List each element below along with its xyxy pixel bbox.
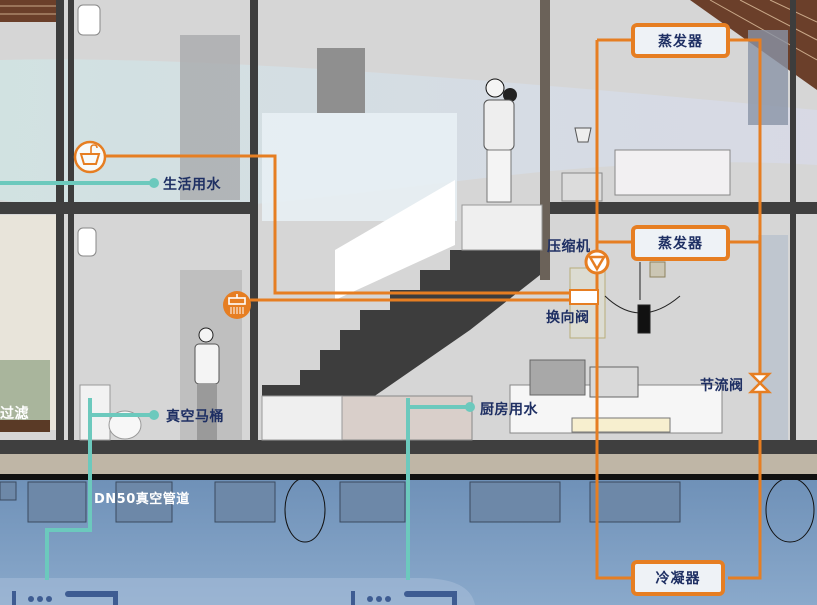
compressor-icon: [584, 249, 610, 275]
refrigerant-pipe-network: [105, 38, 762, 580]
throttle-valve-icon: [747, 372, 773, 394]
tank-symbol-right: [351, 591, 457, 605]
cushion-1: [529, 359, 586, 396]
person-bathroom: [194, 327, 220, 440]
upper-landing-window: [317, 48, 365, 113]
wall-column-3: [250, 0, 258, 440]
filter-label-partial: 过滤: [0, 406, 29, 422]
stair-steps: [461, 204, 543, 251]
vacuum-pipe-network: [0, 181, 470, 580]
wall-column-2: [68, 0, 74, 440]
domestic-water-label: 生活用水: [163, 177, 221, 193]
pipe-node-domestic: [149, 178, 159, 188]
vacuum-toilet-label: 真空马桶: [166, 409, 224, 425]
glass-partition-upper: [180, 35, 240, 200]
vacuum-tank-outline: [0, 578, 475, 605]
drainage-pipes-underground: [0, 477, 815, 543]
lamp: [574, 127, 592, 143]
storage-drawers: [261, 395, 343, 441]
toilet: [79, 384, 111, 441]
mother-child-figure: [483, 78, 517, 203]
roof-beams-left: [0, 0, 56, 22]
condenser-box: 冷凝器: [631, 560, 725, 596]
sink-icon: [73, 140, 107, 174]
compressor-label: 压缩机: [547, 239, 591, 255]
floor-slab-upper-right: [550, 202, 817, 214]
bed: [614, 149, 731, 196]
chandelier: [604, 262, 681, 334]
nightstand: [561, 172, 603, 202]
planter-soil: [0, 420, 50, 432]
wall-column-1: [56, 0, 64, 440]
stair-wall: [335, 180, 455, 300]
toilet-bowl: [108, 410, 142, 440]
window-blind: [748, 30, 788, 125]
sliding-door: [758, 235, 788, 440]
staircase: [262, 250, 540, 440]
tank-symbol-left: [12, 591, 118, 605]
floor-slab-upper-left: [0, 202, 250, 214]
small-frame: [649, 261, 666, 278]
wall-column-5: [790, 0, 796, 440]
wall-column-4: [540, 0, 550, 280]
kitchen-water-label: 厨房用水: [480, 402, 538, 418]
throttle-valve-label: 节流阀: [700, 378, 744, 394]
wall-heater-upper: [77, 4, 101, 36]
evaporator-lower-box: 蒸发器: [631, 225, 730, 261]
pipe-node-toilet: [149, 410, 159, 420]
evaporator-lower-label: 蒸发器: [658, 236, 703, 252]
pipe-node-kitchen: [465, 402, 475, 412]
condenser-label: 冷凝器: [655, 571, 701, 587]
evaporator-upper-box: 蒸发器: [631, 23, 730, 58]
vacuum-pipe-label: DN50真空管道: [94, 492, 190, 507]
reversing-valve-body: [569, 289, 599, 305]
reversing-valve-label: 换向阀: [546, 310, 590, 326]
shrubs: [0, 360, 50, 420]
evaporator-upper-label: 蒸发器: [658, 33, 703, 50]
coffee-table: [571, 417, 671, 433]
shower-icon: [223, 291, 251, 319]
toilet-vacuum-pipe: [45, 398, 92, 580]
wall-heater: [77, 227, 97, 257]
